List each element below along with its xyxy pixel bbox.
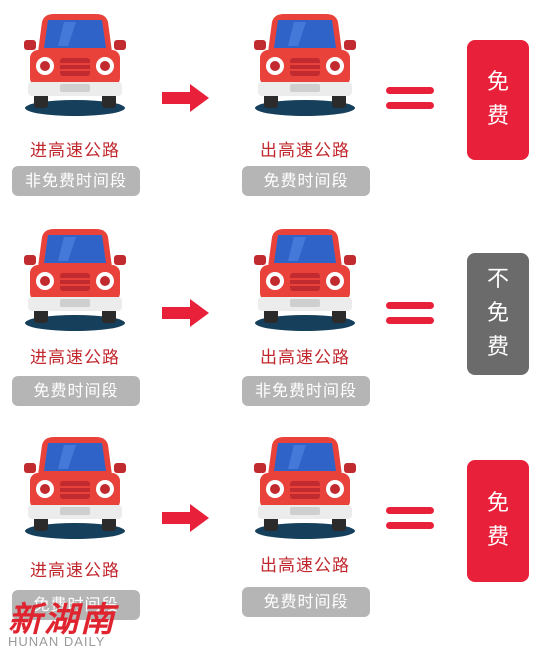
enter-period-tag: 免费时间段 [12,590,140,620]
watermark-brand: 新湖南 [8,600,116,640]
enter-period-tag: 非免费时间段 [12,166,140,196]
exit-period-tag: 免费时间段 [242,587,370,617]
right-arrow-icon [162,298,210,328]
result-char: 免 [486,491,509,516]
result-badge: 不 免 费 [467,253,529,375]
car-front-icon [250,433,360,543]
exit-highway-caption: 出高速公路 [260,556,350,576]
enter-highway-caption: 进高速公路 [30,561,120,581]
right-arrow-icon [162,83,210,113]
exit-highway-caption: 出高速公路 [260,348,350,368]
enter-period-tag: 免费时间段 [12,376,140,406]
exit-period-tag: 非免费时间段 [242,376,370,406]
result-char: 费 [486,104,509,129]
result-char: 免 [486,70,509,95]
car-front-icon [20,10,130,120]
car-front-icon [20,433,130,543]
scenario-row-2: 进高速公路 免费时间段 出高速公路 非免费时间段 不 免 费 [0,215,550,430]
exit-period-tag: 免费时间段 [242,166,370,196]
equals-icon [386,503,434,533]
car-front-icon [250,10,360,120]
watermark-english: HUNAN DAILY [8,634,106,649]
result-badge: 免 费 [467,460,529,582]
result-char: 免 [486,301,509,326]
equals-icon [386,83,434,113]
equals-icon [386,298,434,328]
result-char: 不 [486,267,509,292]
exit-highway-caption: 出高速公路 [260,141,350,161]
enter-highway-caption: 进高速公路 [30,348,120,368]
enter-highway-caption: 进高速公路 [30,141,120,161]
result-char: 费 [486,335,509,360]
car-front-icon [20,225,130,335]
scenario-row-1: 进高速公路 非免费时间段 出高速公路 免费时间段 免 费 [0,0,550,215]
scenario-row-3: 进高速公路 免费时间段 出高速公路 免费时间段 免 费 [0,425,550,640]
result-badge: 免 费 [467,40,529,160]
right-arrow-icon [162,503,210,533]
hunan-daily-watermark: 新湖南 HUNAN DAILY [8,592,128,652]
result-char: 费 [486,525,509,550]
car-front-icon [250,225,360,335]
